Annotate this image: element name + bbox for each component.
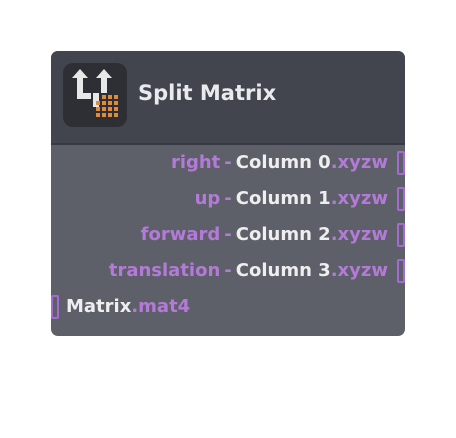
port-swizzle: .xyzw: [330, 260, 388, 281]
output-port-forward: forward-Column 2.xyzw: [141, 222, 388, 248]
port-separator: -: [224, 260, 232, 281]
input-port-type: .mat4: [131, 296, 191, 317]
output-port-handle-up[interactable]: [397, 187, 405, 211]
input-port-handle-matrix[interactable]: [51, 295, 59, 319]
output-port-translation: translation-Column 3.xyzw: [109, 258, 388, 284]
port-name: right: [170, 152, 221, 173]
output-port-handle-forward[interactable]: [397, 223, 405, 247]
port-separator: -: [224, 152, 232, 173]
port-column: Column 3: [235, 260, 331, 281]
port-separator: -: [224, 188, 232, 209]
output-port-right: right-Column 0.xyzw: [171, 150, 388, 176]
port-swizzle: .xyzw: [330, 152, 388, 173]
output-port-up: up-Column 1.xyzw: [195, 186, 388, 212]
port-swizzle: .xyzw: [330, 224, 388, 245]
port-name: up: [194, 188, 221, 209]
node-header[interactable]: Split Matrix: [51, 51, 405, 145]
port-column: Column 2: [235, 224, 331, 245]
input-port-matrix: Matrix.mat4: [66, 294, 190, 320]
split-matrix-icon: [63, 63, 127, 127]
port-name: translation: [108, 260, 221, 281]
port-swizzle: .xyzw: [330, 188, 388, 209]
split-matrix-node[interactable]: Split Matrix right-Column 0.xyzw up-Colu…: [51, 51, 405, 336]
port-column: Column 1: [235, 188, 331, 209]
port-name: forward: [140, 224, 221, 245]
input-port-name: Matrix: [66, 296, 132, 317]
output-port-handle-right[interactable]: [397, 151, 405, 175]
output-port-handle-translation[interactable]: [397, 259, 405, 283]
port-separator: -: [224, 224, 232, 245]
port-column: Column 0: [235, 152, 331, 173]
node-title: Split Matrix: [138, 81, 277, 105]
